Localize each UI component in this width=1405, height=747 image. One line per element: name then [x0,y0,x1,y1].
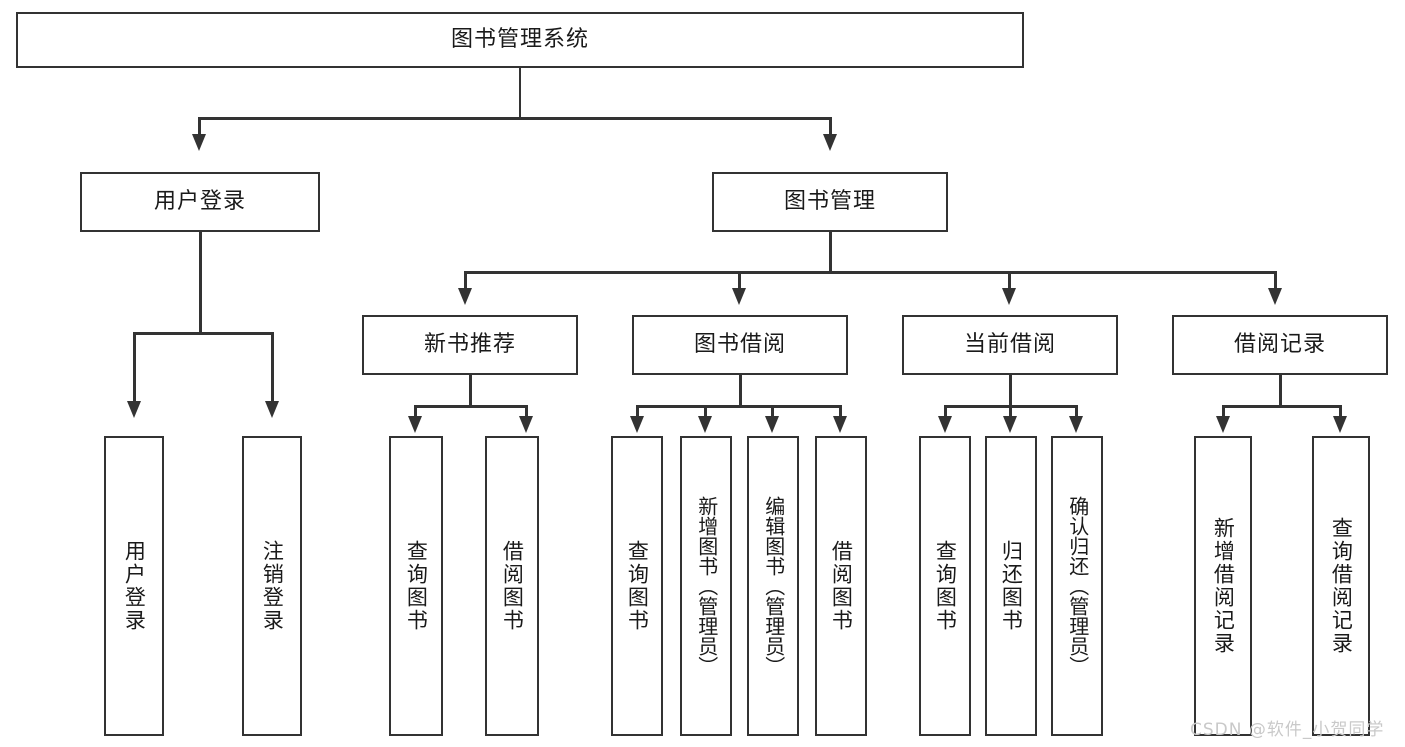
leaf-user-login[interactable]: 用户登录 [104,436,164,736]
edge-borrow-bus [636,405,842,408]
arrow-to-record [1268,288,1282,305]
arrow-to-current [1002,288,1016,305]
node-label: 用户登录 [122,540,147,632]
node-root-system[interactable]: 图书管理系统 [16,12,1024,68]
leaf-edit-book-admin[interactable]: 编辑图书（管理员） [747,436,799,736]
arrow-to-leaf-confirm-return [1069,416,1083,433]
node-label: 图书借阅 [693,331,786,357]
edge-record-to-leaf-1 [1222,405,1225,419]
edge-new-book-to-leaf-2 [525,405,528,419]
arrow-to-leaf-borrow-book-2 [833,416,847,433]
edge-bus-to-record [1274,271,1277,291]
leaf-return-book[interactable]: 归还图书 [985,436,1037,736]
leaf-query-book-new[interactable]: 查询图书 [389,436,443,736]
edge-book-mgmt-stem [829,232,832,272]
node-label: 新增图书（管理员） [694,496,719,676]
node-label: 编辑图书（管理员） [761,496,786,676]
leaf-add-borrow-record[interactable]: 新增借阅记录 [1194,436,1252,736]
arrow-to-leaf-borrow-book-1 [519,416,533,433]
arrow-to-leaf-add-book [698,416,712,433]
edge-bus-to-current [1008,271,1011,291]
edge-current-stem [1009,375,1012,406]
node-new-book-recommend[interactable]: 新书推荐 [362,315,578,375]
node-borrow-record[interactable]: 借阅记录 [1172,315,1388,375]
edge-user-login-stem [199,232,202,333]
edge-new-book-to-leaf-1 [414,405,417,419]
node-user-login[interactable]: 用户登录 [80,172,320,232]
leaf-add-book-admin[interactable]: 新增图书（管理员） [680,436,732,736]
node-label: 查询图书 [404,540,429,632]
edge-root-to-book-mgmt [829,117,832,137]
node-label: 图书管理系统 [450,26,589,52]
node-label: 借阅图书 [829,540,854,632]
node-current-borrow[interactable]: 当前借阅 [902,315,1118,375]
leaf-query-book-borrow[interactable]: 查询图书 [611,436,663,736]
edge-bus-to-new-book [464,271,467,291]
edge-borrow-to-leaf-1 [636,405,639,419]
edge-book-mgmt-bus [464,271,1277,274]
leaf-borrow-book[interactable]: 借阅图书 [815,436,867,736]
edge-bus-to-borrow [738,271,741,291]
edge-root-to-user-login [198,117,201,137]
arrow-to-user-login [192,134,206,151]
arrow-to-leaf-query-book-3 [938,416,952,433]
arrow-to-leaf-user-login [127,401,141,418]
edge-user-login-bus [133,332,274,335]
arrow-to-leaf-logout [265,401,279,418]
arrow-to-leaf-add-record [1216,416,1230,433]
arrow-to-leaf-query-record [1333,416,1347,433]
edge-record-to-leaf-2 [1339,405,1342,419]
edge-record-bus [1222,405,1342,408]
leaf-query-book-current[interactable]: 查询图书 [919,436,971,736]
edge-root-bus [198,117,831,120]
edge-borrow-to-leaf-4 [839,405,842,419]
node-label: 借阅记录 [1233,331,1326,357]
edge-borrow-stem [739,375,742,406]
edge-record-stem [1279,375,1282,406]
node-label: 新书推荐 [423,331,516,357]
edge-borrow-to-leaf-2 [704,405,707,419]
edge-borrow-to-leaf-3 [771,405,774,419]
csdn-watermark: CSDN @软件_小贺同学 [1190,720,1385,740]
arrow-to-borrow [732,288,746,305]
node-label: 当前借阅 [963,331,1056,357]
arrow-to-leaf-edit-book [765,416,779,433]
arrow-to-leaf-return-book [1003,416,1017,433]
arrow-to-leaf-query-book-2 [630,416,644,433]
arrow-to-book-mgmt [823,134,837,151]
edge-new-book-stem [469,375,472,406]
edge-current-to-leaf-2 [1009,405,1012,419]
node-label: 借阅图书 [500,540,525,632]
edge-current-to-leaf-1 [944,405,947,419]
leaf-logout[interactable]: 注销登录 [242,436,302,736]
node-label: 查询借阅记录 [1329,517,1354,655]
leaf-borrow-book-new[interactable]: 借阅图书 [485,436,539,736]
node-label: 确认归还（管理员） [1065,496,1090,676]
node-label: 图书管理 [783,188,876,214]
edge-new-book-bus [414,405,528,408]
node-label: 新增借阅记录 [1211,517,1236,655]
node-label: 用户登录 [153,188,246,214]
arrow-to-new-book [458,288,472,305]
node-book-management[interactable]: 图书管理 [712,172,948,232]
node-label: 注销登录 [260,540,285,632]
leaf-confirm-return-admin[interactable]: 确认归还（管理员） [1051,436,1103,736]
edge-user-login-to-leaf-2 [271,332,274,404]
node-book-borrow[interactable]: 图书借阅 [632,315,848,375]
edge-current-to-leaf-3 [1075,405,1078,419]
edge-user-login-to-leaf-1 [133,332,136,404]
arrow-to-leaf-query-book-1 [408,416,422,433]
leaf-query-borrow-record[interactable]: 查询借阅记录 [1312,436,1370,736]
node-label: 查询图书 [625,540,650,632]
edge-root-stem [519,68,521,118]
node-label: 归还图书 [999,540,1024,632]
node-label: 查询图书 [933,540,958,632]
